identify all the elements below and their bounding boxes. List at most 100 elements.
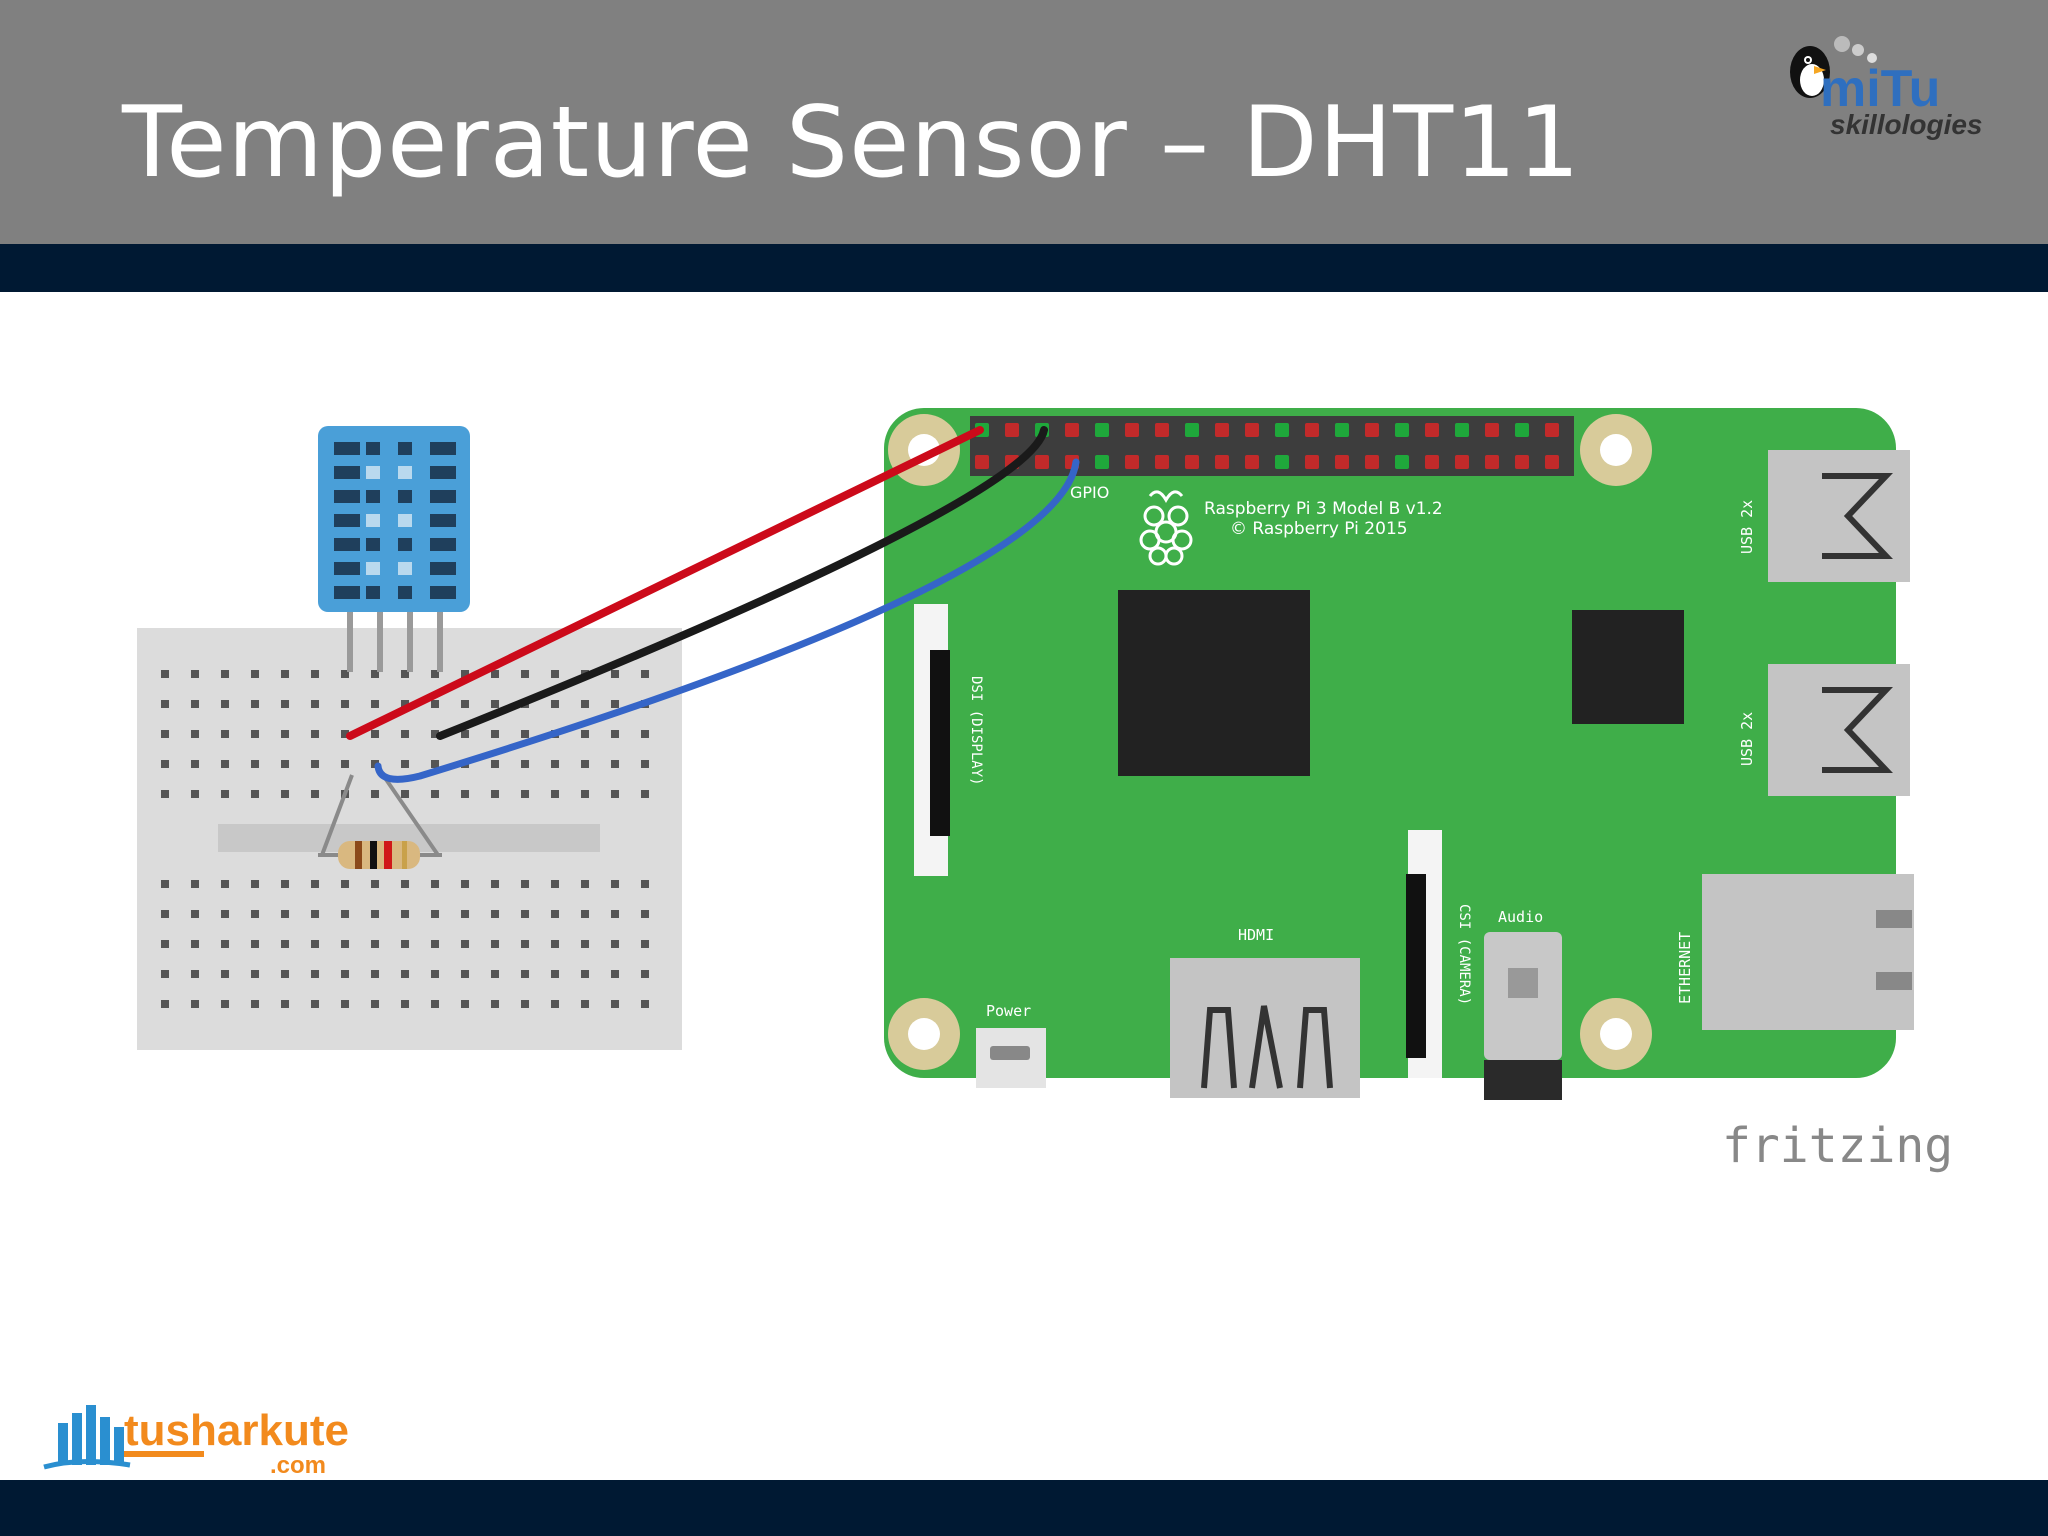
breadboard-hole xyxy=(311,730,319,738)
breadboard-hole xyxy=(251,790,259,798)
sensor-vent xyxy=(334,586,360,599)
tusharkute-logo-sub: .com xyxy=(270,1452,326,1475)
wire-blue xyxy=(374,458,1080,783)
gpio-pin xyxy=(1065,423,1079,437)
gpio-pin xyxy=(1545,455,1559,469)
gpio-pin xyxy=(1515,455,1529,469)
header-bar: Temperature Sensor – DHT11 xyxy=(0,0,2048,244)
breadboard-hole xyxy=(431,910,439,918)
breadboard-hole xyxy=(221,880,229,888)
breadboard xyxy=(137,628,682,1050)
csi-connector: CSI (CAMERA) xyxy=(1406,830,1472,1078)
breadboard-hole xyxy=(461,700,469,708)
gpio-pin xyxy=(1005,423,1019,437)
sensor-pin xyxy=(347,612,353,672)
breadboard-hole xyxy=(401,700,409,708)
gpio-pin xyxy=(1215,455,1229,469)
breadboard-hole xyxy=(341,880,349,888)
sensor-vent xyxy=(398,538,412,551)
sensor-vent xyxy=(398,514,412,527)
breadboard-hole xyxy=(581,1000,589,1008)
tusharkute-logo-main: tusharkute xyxy=(124,1406,349,1455)
gpio-pin xyxy=(1425,455,1439,469)
breadboard-hole xyxy=(311,940,319,948)
gpio-pin xyxy=(1425,423,1439,437)
logo-underline xyxy=(124,1451,204,1457)
usb-port-top: USB 2x xyxy=(1738,450,1910,582)
dsi-connector: DSI (DISPLAY) xyxy=(914,604,984,876)
gpio-pin xyxy=(1125,455,1139,469)
breadboard-hole xyxy=(551,1000,559,1008)
board-model-label: Raspberry Pi 3 Model B v1.2 xyxy=(1204,499,1443,519)
gpio-pin xyxy=(1275,455,1289,469)
breadboard-hole xyxy=(461,940,469,948)
breadboard-hole xyxy=(551,880,559,888)
sensor-vent xyxy=(430,562,456,575)
sensor-pin xyxy=(437,612,443,672)
gpio-label: GPIO xyxy=(1070,483,1109,502)
breadboard-hole xyxy=(641,730,649,738)
gpio-pin xyxy=(1455,423,1469,437)
gpio-pin xyxy=(1335,455,1349,469)
mitu-logo-main: miTu xyxy=(1820,60,1940,118)
audio-jack: Audio xyxy=(1484,908,1562,1100)
gpio-pin xyxy=(1305,455,1319,469)
usb-label-bottom: USB 2x xyxy=(1738,712,1756,766)
breadboard-hole xyxy=(401,940,409,948)
breadboard-hole xyxy=(161,910,169,918)
breadboard-hole xyxy=(281,940,289,948)
gpio-pin xyxy=(1305,423,1319,437)
mounting-hole xyxy=(1580,414,1652,486)
breadboard-hole xyxy=(161,760,169,768)
ethernet-port: ETHERNET xyxy=(1676,874,1914,1030)
wire-red xyxy=(346,426,984,740)
breadboard-hole xyxy=(161,880,169,888)
audio-label: Audio xyxy=(1498,908,1543,926)
breadboard-hole xyxy=(521,970,529,978)
gpio-pin xyxy=(1515,423,1529,437)
breadboard-hole xyxy=(221,910,229,918)
breadboard-hole xyxy=(521,730,529,738)
breadboard-hole xyxy=(251,670,259,678)
gpio-pin xyxy=(1365,455,1379,469)
breadboard-hole xyxy=(581,940,589,948)
breadboard-hole xyxy=(431,730,439,738)
sensor-vent xyxy=(334,442,360,455)
breadboard-hole xyxy=(311,1000,319,1008)
breadboard-hole xyxy=(191,910,199,918)
breadboard-hole xyxy=(281,1000,289,1008)
sensor-vent xyxy=(430,442,456,455)
sensor-vent xyxy=(398,586,412,599)
breadboard-hole xyxy=(641,910,649,918)
breadboard-hole xyxy=(581,880,589,888)
breadboard-hole xyxy=(161,790,169,798)
breadboard-hole xyxy=(251,1000,259,1008)
breadboard-hole xyxy=(461,880,469,888)
breadboard-hole xyxy=(221,790,229,798)
breadboard-hole xyxy=(191,670,199,678)
sensor-vent xyxy=(366,586,380,599)
breadboard-hole xyxy=(161,1000,169,1008)
breadboard-hole xyxy=(371,940,379,948)
sensor-vent xyxy=(366,490,380,503)
sensor-vent xyxy=(430,466,456,479)
breadboard-hole xyxy=(161,700,169,708)
breadboard-hole xyxy=(551,760,559,768)
breadboard-hole xyxy=(551,790,559,798)
sensor-vent xyxy=(334,466,360,479)
power-label: Power xyxy=(986,1002,1031,1020)
sensor-vent xyxy=(398,466,412,479)
breadboard-holes-bottom xyxy=(161,880,649,1008)
breadboard-hole xyxy=(371,1000,379,1008)
breadboard-hole xyxy=(281,790,289,798)
breadboard-hole xyxy=(521,1000,529,1008)
gpio-pin xyxy=(1395,423,1409,437)
breadboard-hole xyxy=(161,940,169,948)
board-copyright-label: © Raspberry Pi 2015 xyxy=(1230,519,1408,539)
breadboard-hole xyxy=(251,940,259,948)
breadboard-hole xyxy=(521,790,529,798)
breadboard-hole xyxy=(611,760,619,768)
breadboard-hole xyxy=(581,970,589,978)
sensor-pin xyxy=(377,612,383,672)
breadboard-hole xyxy=(461,670,469,678)
